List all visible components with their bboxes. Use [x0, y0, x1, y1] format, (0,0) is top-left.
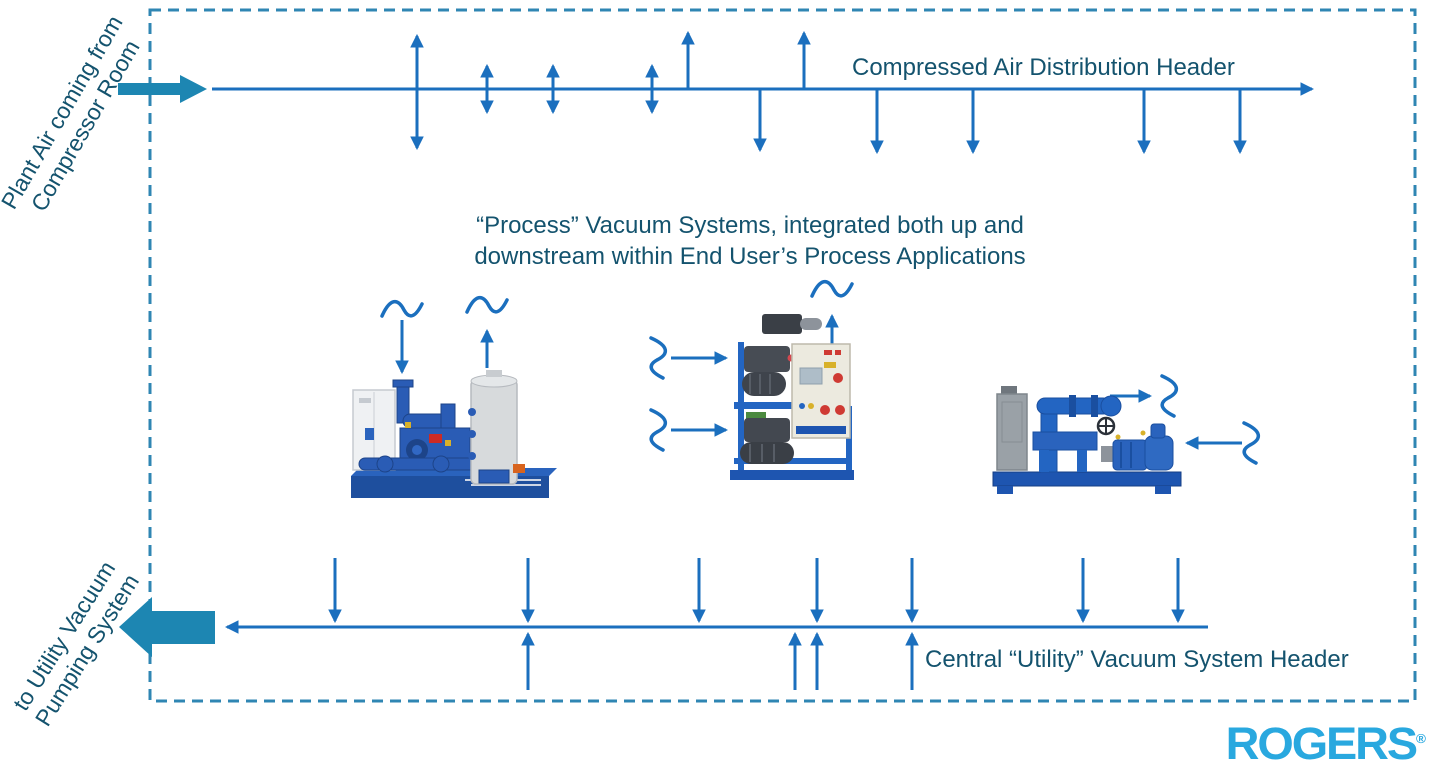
utility-vacuum-header-line	[224, 558, 1208, 690]
rogers-logo-text: ROGERS	[1225, 718, 1418, 769]
process-vacuum-rack-system	[728, 306, 858, 486]
system-boundary-dashed-border	[148, 8, 1417, 703]
registered-trademark-icon: ®	[1416, 731, 1426, 746]
plant-air-inlet-arrow	[118, 75, 207, 103]
rogers-logo: ROGERS®	[1208, 718, 1426, 770]
process-vacuum-blower-system	[985, 380, 1190, 498]
pipe-break-squiggle-icon	[649, 336, 668, 380]
process-vacuum-rack-system-image	[730, 314, 854, 480]
pipe-break-squiggle-icon	[1242, 421, 1261, 465]
process-vacuum-skid-system-image	[351, 370, 557, 498]
process-systems-caption-line2: downstream within End User’s Process App…	[474, 243, 1026, 270]
compressed-air-header-line	[212, 30, 1315, 155]
process-systems-caption-line1: “Process” Vacuum Systems, integrated bot…	[476, 212, 1024, 239]
pipe-break-squiggle-icon	[810, 279, 854, 298]
pipe-break-squiggle-icon	[465, 295, 509, 314]
process-vacuum-blower-system-image	[992, 386, 1182, 494]
process-vacuum-skid-system	[345, 370, 565, 505]
pipe-break-squiggle-icon	[380, 299, 424, 318]
utility-vacuum-header-title: Central “Utility” Vacuum System Header	[925, 646, 1349, 673]
pipe-break-squiggle-icon	[649, 408, 668, 452]
utility-vacuum-outlet-arrow	[119, 597, 215, 657]
process-systems-caption: “Process” Vacuum Systems, integrated bot…	[380, 210, 1120, 272]
compressed-air-header-title: Compressed Air Distribution Header	[852, 54, 1235, 81]
skid-system-connections	[380, 295, 509, 375]
blower-system-connections	[1110, 374, 1261, 465]
